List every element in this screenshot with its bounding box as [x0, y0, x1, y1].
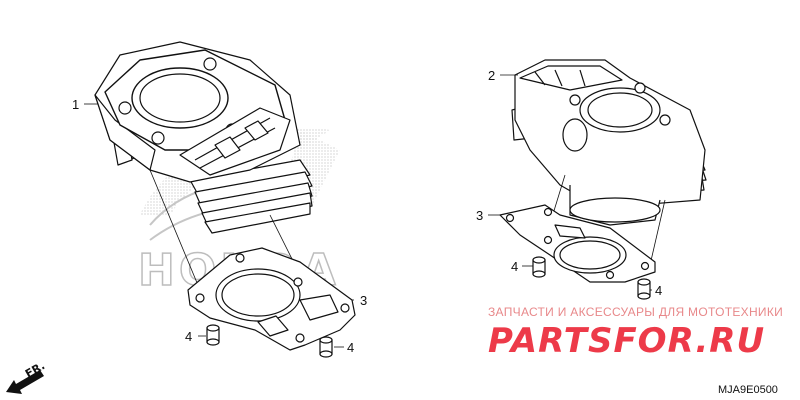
dowel-right-2 — [637, 278, 651, 300]
callout-part-2: 2 — [488, 68, 495, 83]
dowel-left-2 — [319, 336, 333, 358]
arrow-down-left-icon — [6, 370, 44, 394]
diagram-code: MJA9E0500 — [718, 384, 778, 396]
cylinder-right — [511, 59, 707, 226]
gasket-right — [499, 204, 656, 283]
callout-part-1: 1 — [72, 97, 79, 112]
gasket-left — [187, 247, 356, 351]
watermark-brand: PARTSFOR.RU — [488, 321, 765, 361]
dowel-right-1 — [532, 256, 546, 278]
dowel-left-1 — [206, 324, 220, 346]
callout-part-4-left-b: 4 — [347, 340, 354, 355]
callout-part-3-left: 3 — [360, 293, 367, 308]
cylinder-left — [94, 41, 313, 234]
front-direction-indicator: FR. — [6, 359, 47, 394]
callout-part-3-right: 3 — [476, 208, 483, 223]
callout-part-4-left-a: 4 — [185, 329, 192, 344]
watermark-tagline: ЗАПЧАСТИ И АКСЕССУАРЫ ДЛЯ МОТОТЕХНИКИ — [488, 305, 783, 319]
callout-part-4-right-a: 4 — [511, 259, 518, 274]
callout-part-4-right-b: 4 — [655, 283, 662, 298]
